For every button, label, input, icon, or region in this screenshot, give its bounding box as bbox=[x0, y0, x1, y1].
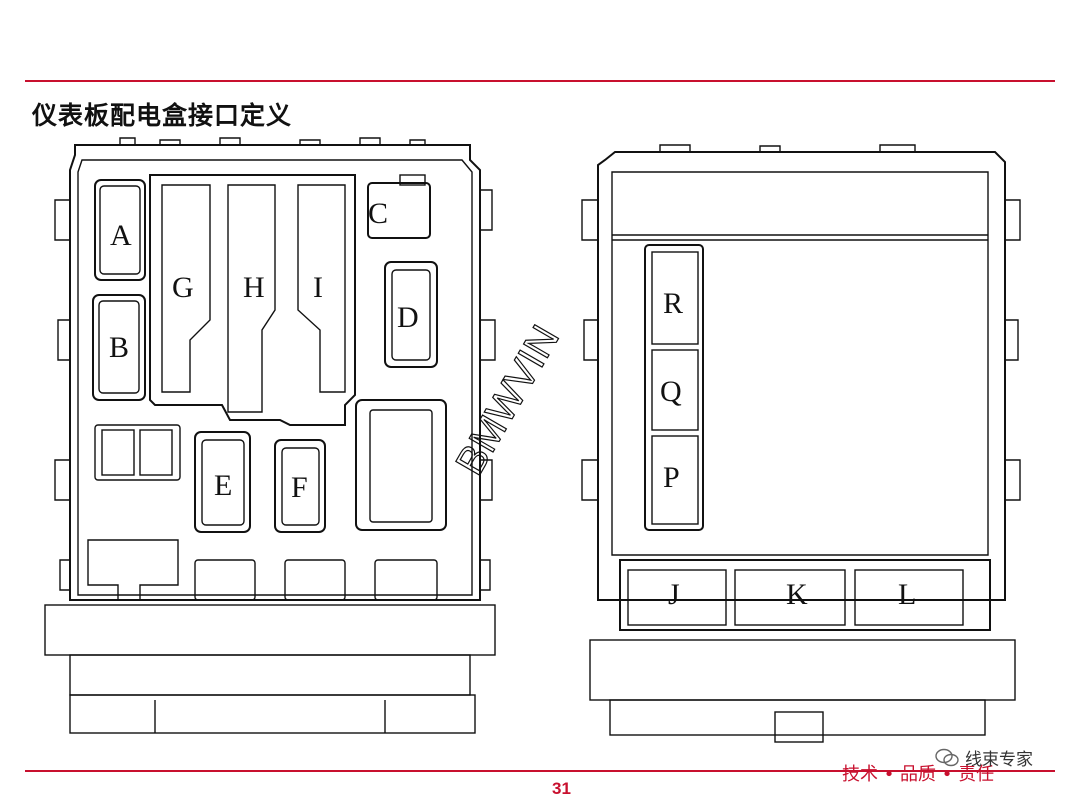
connector-P-label: P bbox=[663, 461, 680, 494]
right-fuse-box bbox=[581, 144, 1021, 743]
wechat-badge: 线束专家 bbox=[935, 745, 1033, 770]
connector-Q-label: Q bbox=[660, 375, 682, 408]
connector-R-label: R bbox=[663, 287, 683, 320]
connector-E-label: E bbox=[214, 469, 232, 502]
connector-L-label: L bbox=[898, 578, 916, 611]
connector-K-label: K bbox=[786, 578, 808, 611]
header-rule bbox=[25, 80, 1055, 82]
footer-rule bbox=[25, 770, 1055, 772]
footer-slogan: 技术 • 品质 • 责任 bbox=[842, 764, 995, 785]
connector-F-label: F bbox=[291, 471, 308, 504]
connector-A-label: A bbox=[110, 219, 132, 252]
left-fuse-box bbox=[44, 137, 496, 734]
connector-J-label: J bbox=[668, 578, 680, 611]
watermark-text: BMWVIN bbox=[448, 318, 568, 482]
connector-B-label: B bbox=[109, 331, 129, 364]
connector-G-label: G bbox=[172, 271, 194, 304]
page-title: 仪表板配电盒接口定义 bbox=[32, 101, 293, 130]
connector-I-label: I bbox=[313, 271, 323, 304]
connector-D-label: D bbox=[397, 301, 419, 334]
connector-C-label: C bbox=[368, 197, 388, 230]
page-number: 31 bbox=[552, 779, 571, 798]
connector-H-label: H bbox=[243, 271, 265, 304]
wechat-name: 线束专家 bbox=[965, 750, 1033, 770]
wechat-icon bbox=[935, 748, 959, 768]
